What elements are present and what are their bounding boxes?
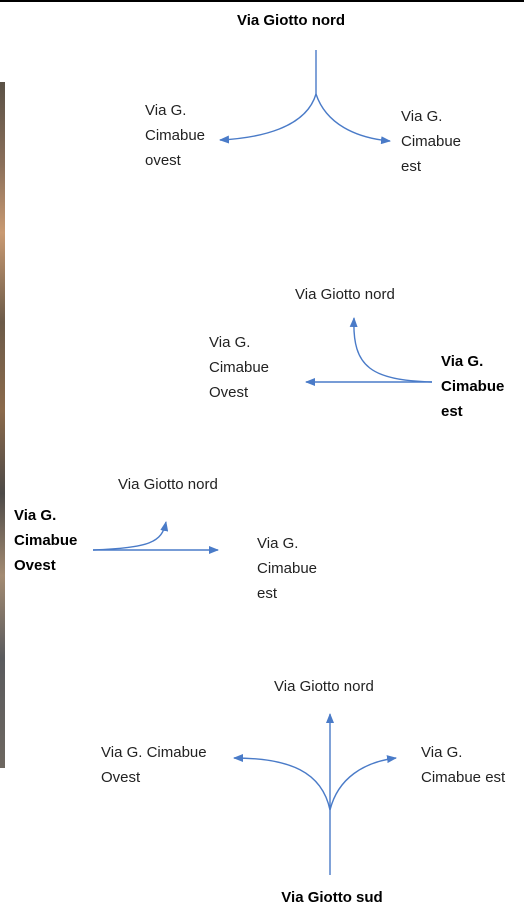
d1-right-line-3: est <box>401 158 422 175</box>
d2-origin-label: Via G. Cimabue est <box>441 349 504 424</box>
d4-left-line-1: Via G. Cimabue <box>101 744 207 761</box>
d1-right-label: Via G. Cimabue est <box>401 104 461 179</box>
d3-right-label: Via G. Cimabue est <box>257 531 317 606</box>
d2-left-line-2: Cimabue <box>209 359 270 376</box>
d3-up-arrow <box>92 521 169 551</box>
d4-left-arrow <box>233 754 331 811</box>
d1-left-arrow <box>219 93 317 144</box>
d1-origin-line-1: Via Giotto nord <box>236 12 346 29</box>
d1-left-line-3: ovest <box>145 152 181 169</box>
d2-left-line-3: Ovest <box>209 384 249 401</box>
d4-origin-line-1: Via Giotto sud <box>281 889 383 906</box>
d2-origin-line-3: est <box>441 403 463 420</box>
d2-origin-line-1: Via G. <box>441 353 484 370</box>
d3-top-label: Via Giotto nord <box>118 472 218 497</box>
d3-origin-line-3: Ovest <box>14 557 56 574</box>
d2-top-label: Via Giotto nord <box>295 282 395 307</box>
d1-left-label: Via G. Cimabue ovest <box>145 98 205 173</box>
photo-edge-strip <box>0 82 5 768</box>
d3-right-line-3: est <box>257 585 278 602</box>
d3-origin-line-2: Cimabue <box>14 532 78 549</box>
d2-left-line-1: Via G. <box>209 334 251 351</box>
d1-origin-label: Via Giotto nord <box>237 8 345 33</box>
d1-left-line-1: Via G. <box>145 102 187 119</box>
d3-origin-label: Via G. Cimabue Ovest <box>14 503 77 578</box>
d1-right-line-2: Cimabue <box>401 133 462 150</box>
d3-top-line-1: Via Giotto nord <box>118 476 218 493</box>
d4-right-line-1: Via G. <box>421 744 463 761</box>
d4-right-arrow <box>329 755 397 811</box>
d1-right-arrow <box>315 93 391 145</box>
d2-top-line-1: Via Giotto nord <box>295 286 395 303</box>
d4-top-label: Via Giotto nord <box>274 674 374 699</box>
d2-origin-line-2: Cimabue <box>441 378 505 395</box>
d4-top-line-1: Via Giotto nord <box>274 678 374 695</box>
d4-left-line-2: Ovest <box>101 769 141 786</box>
d4-left-label: Via G. Cimabue Ovest <box>101 740 207 790</box>
d4-right-label: Via G. Cimabue est <box>421 740 505 790</box>
d1-left-line-2: Cimabue <box>145 127 206 144</box>
d3-origin-line-1: Via G. <box>14 507 57 524</box>
d1-right-line-1: Via G. <box>401 108 443 125</box>
d2-left-label: Via G. Cimabue Ovest <box>209 330 269 405</box>
d2-up-arrow <box>349 317 433 383</box>
d3-right-line-1: Via G. <box>257 535 299 552</box>
d3-right-line-2: Cimabue <box>257 560 318 577</box>
top-border <box>0 0 524 2</box>
d4-right-line-2: Cimabue est <box>421 769 506 786</box>
d4-origin-label: Via Giotto sud <box>281 885 382 910</box>
